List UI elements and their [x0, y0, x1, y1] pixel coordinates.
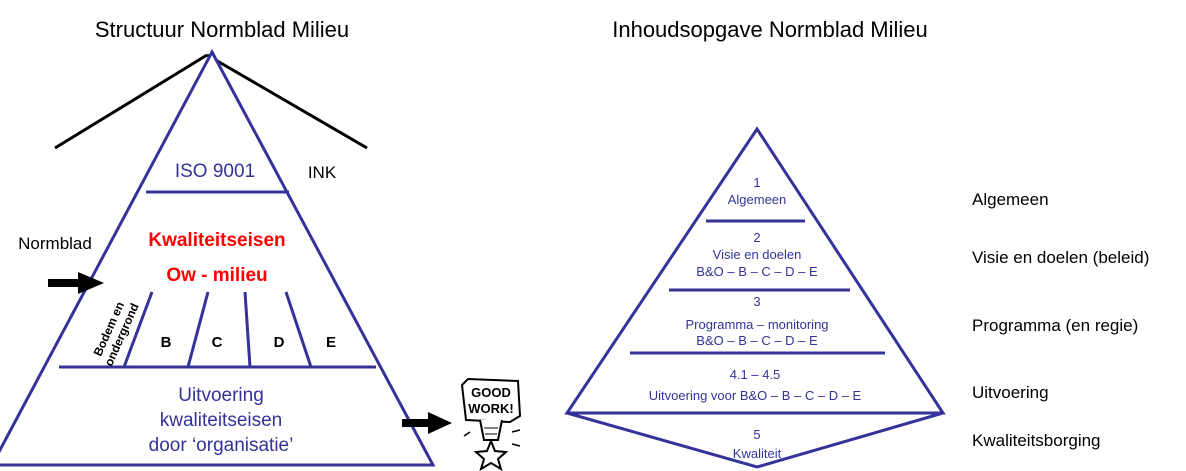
- execution-line-1: Uitvoering: [178, 385, 264, 406]
- level-3-number: 3: [753, 294, 760, 309]
- requirements-title: Kwaliteitseisen: [148, 230, 285, 251]
- side-label-visie: Visie en doelen (beleid): [972, 248, 1149, 267]
- column-divider: [284, 291, 313, 368]
- level-2-number: 2: [753, 230, 760, 245]
- level-3-domains: B&O – B – C – D – E: [696, 333, 818, 348]
- side-label-programma: Programma (en regie): [972, 316, 1138, 335]
- level-2-title: Visie en doelen: [713, 247, 802, 262]
- normblad-label: Normblad: [18, 234, 92, 253]
- column-divider: [122, 291, 154, 368]
- left-title: Structuur Normblad Milieu: [95, 17, 349, 42]
- level-1-number: 1: [753, 175, 760, 190]
- level-4-number: 4.1 – 4.5: [730, 367, 781, 382]
- iso-label: ISO 9001: [175, 161, 255, 182]
- requirements-subtitle: Ow - milieu: [166, 265, 267, 286]
- output-arrow-icon: [402, 412, 452, 434]
- right-title: Inhoudsopgave Normblad Milieu: [612, 17, 928, 42]
- level-2-domains: B&O – B – C – D – E: [696, 264, 818, 279]
- left-pyramid: [0, 48, 436, 467]
- column-divider: [243, 291, 252, 368]
- side-label-uitvoering: Uitvoering: [972, 383, 1049, 402]
- column-label-e: E: [326, 334, 336, 351]
- umbrella-lines: [54, 53, 368, 150]
- level-5-number: 5: [753, 427, 760, 442]
- execution-line-3: door ‘organisatie’: [149, 435, 294, 456]
- execution-line-2: kwaliteitseisen: [160, 410, 283, 431]
- good-work-trophy-icon: GOOD WORK!: [460, 377, 522, 471]
- column-label-d: D: [274, 334, 285, 351]
- side-label-algemeen: Algemeen: [972, 190, 1049, 209]
- level-4-title: Uitvoering voor B&O – B – C – D – E: [649, 388, 862, 403]
- column-label-c: C: [212, 334, 223, 351]
- level-1-title: Algemeen: [728, 192, 787, 207]
- input-arrow-icon: [48, 272, 104, 294]
- right-pyramid: [564, 126, 946, 469]
- svg-text:GOOD: GOOD: [471, 385, 511, 400]
- svg-text:WORK!: WORK!: [468, 401, 514, 416]
- ink-label: INK: [308, 163, 337, 182]
- column-divider: [186, 291, 210, 368]
- side-label-kwaliteit: Kwaliteitsborging: [972, 431, 1101, 450]
- level-5-title: Kwaliteit: [733, 446, 782, 461]
- level-3-title: Programma – monitoring: [685, 317, 828, 332]
- column-label-b: B: [161, 334, 172, 351]
